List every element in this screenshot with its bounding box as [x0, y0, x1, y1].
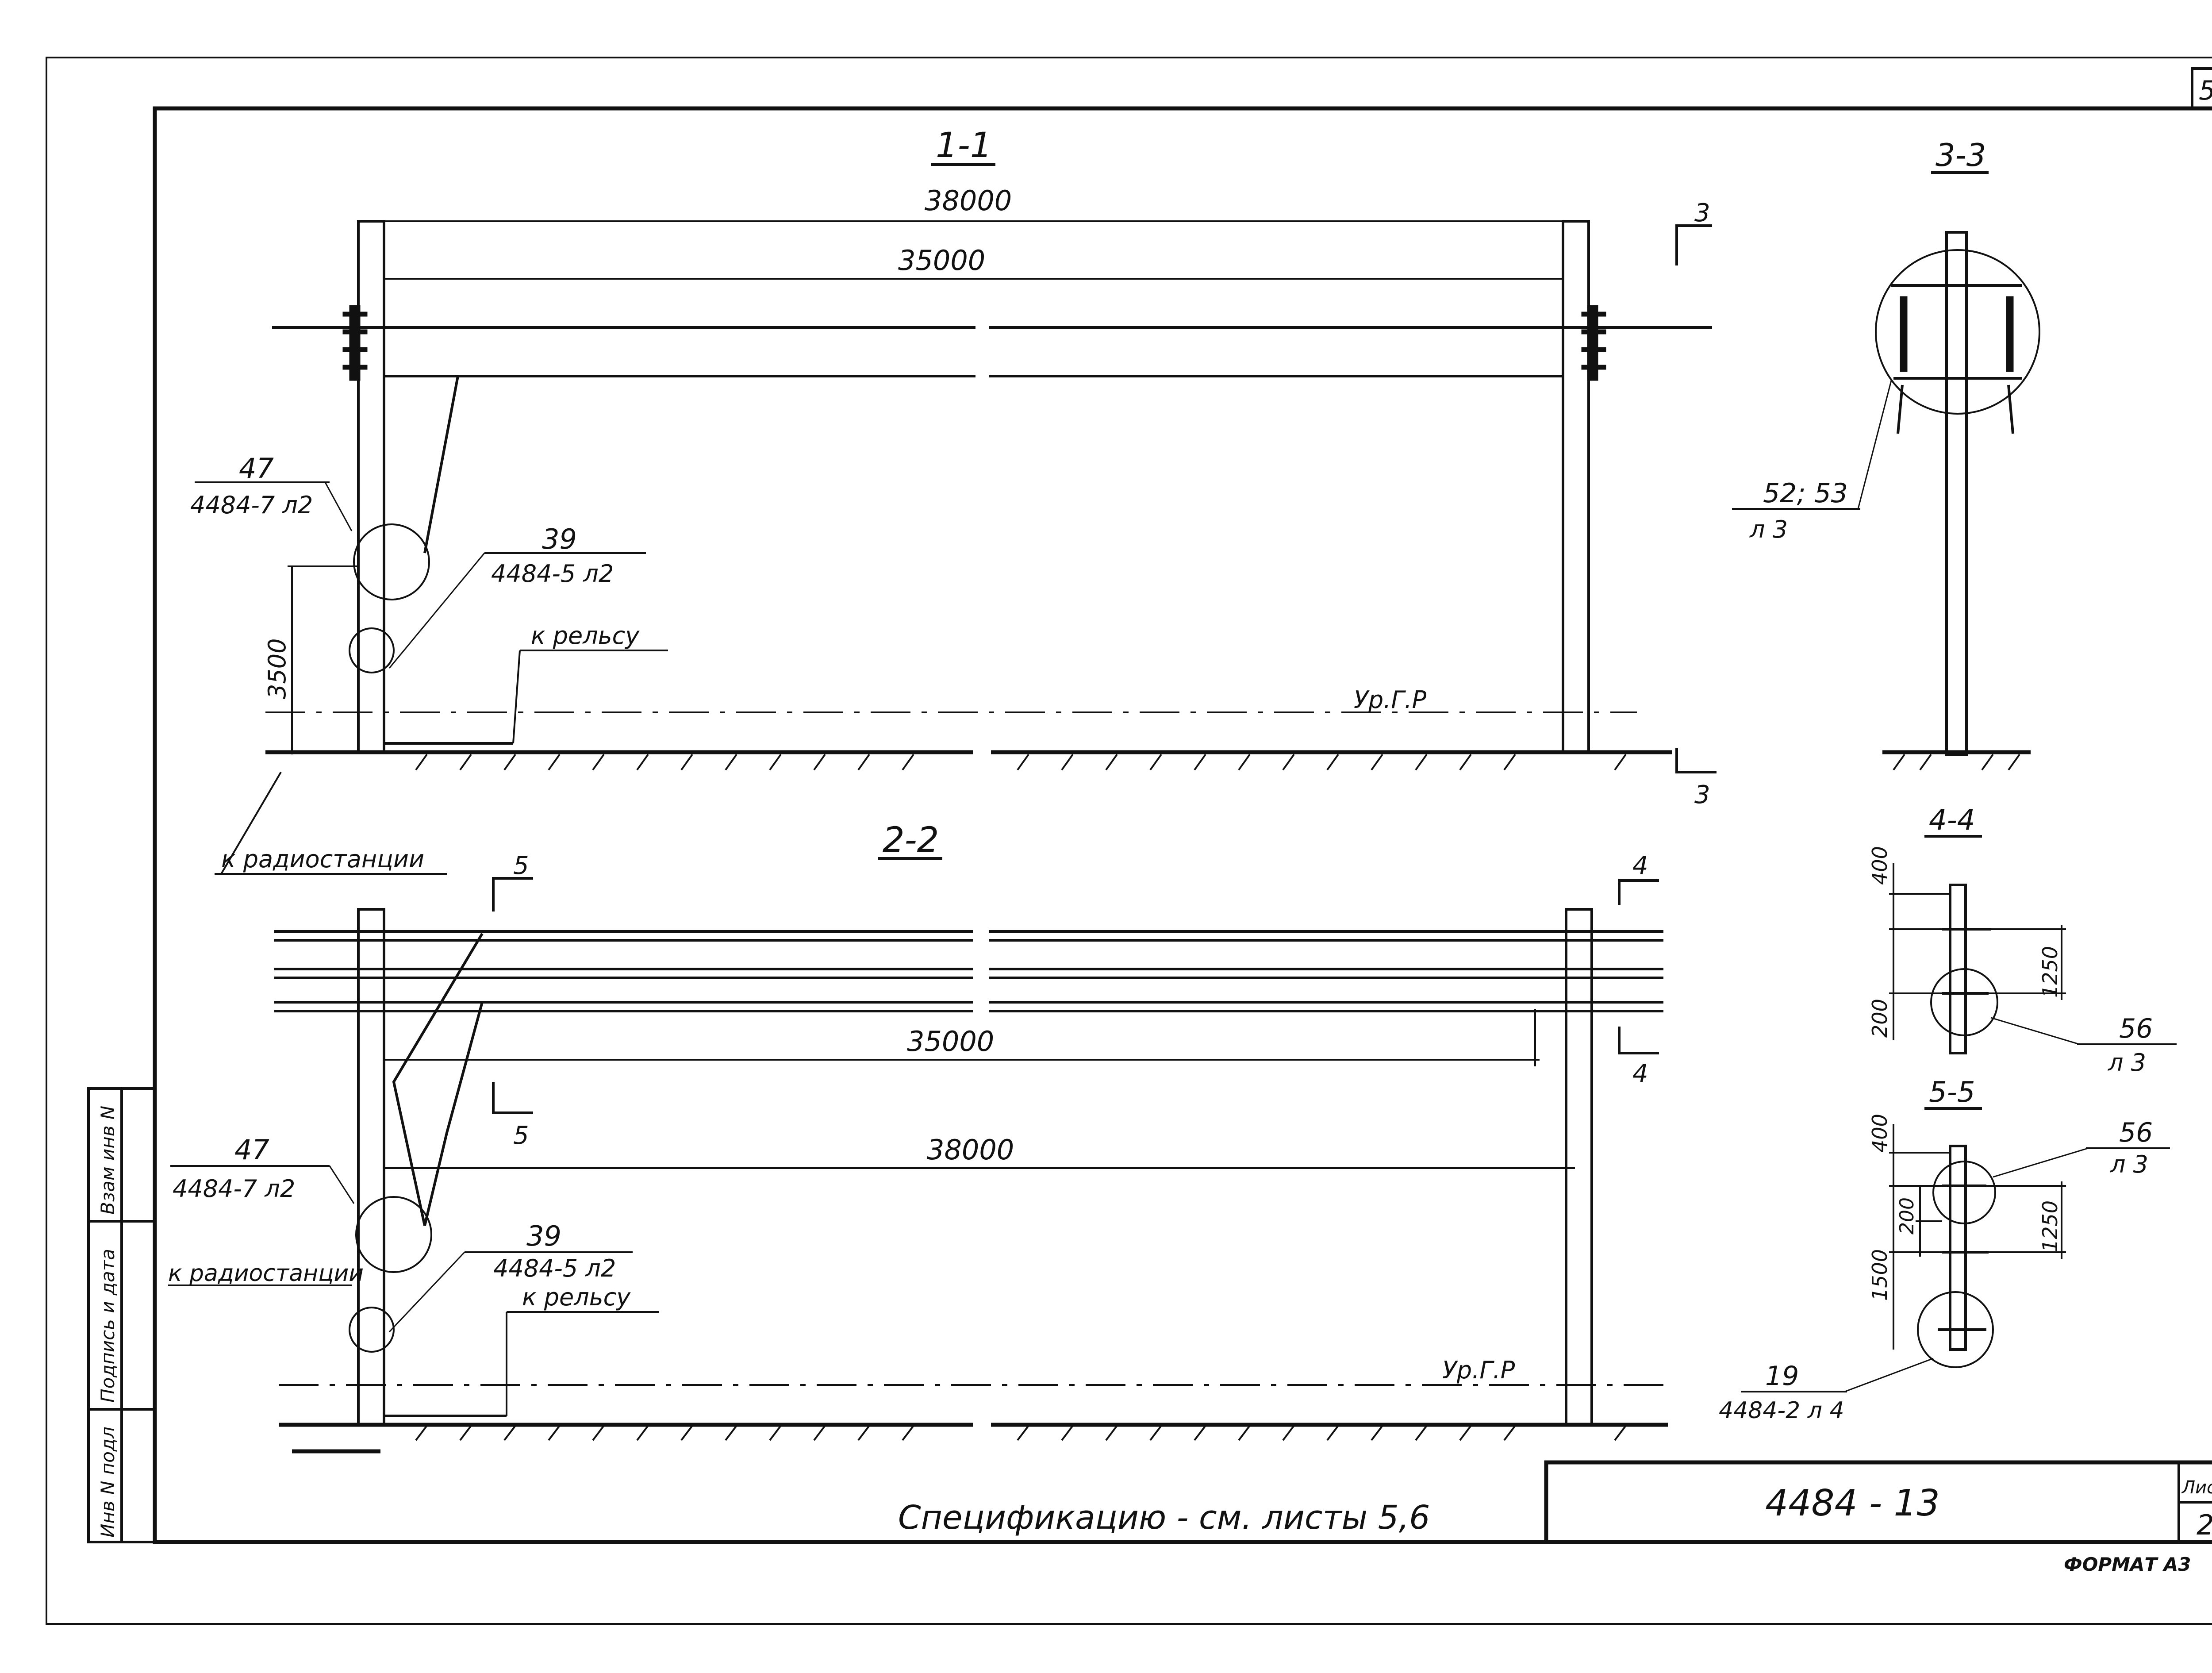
detail-circle-56-5	[1932, 1161, 1996, 1224]
dim-38000: 38000	[925, 185, 1012, 217]
pole-right	[1562, 220, 1590, 754]
callout-39-ref: 4484-5 л2	[491, 560, 614, 588]
detail-circle-47-2	[355, 1196, 432, 1273]
cut-5-bottom: 5	[513, 1121, 529, 1150]
section-4-4: 4-4 400 200 1250 56 л 3	[1868, 804, 2177, 1077]
format-label: ФОРМАТ А3	[2064, 1554, 2191, 1575]
outer-trim-border	[46, 57, 2212, 1625]
pole-section-5	[1949, 1145, 1967, 1351]
doc-code: 4484 - 13	[1765, 1482, 1940, 1524]
callout-47-num-2: 47	[234, 1134, 269, 1166]
dim-1250-4: 1250	[2038, 946, 2062, 998]
sheet-label: Лист	[2181, 1477, 2212, 1498]
dim-400-4: 400	[1868, 846, 1892, 885]
pole-left-2	[357, 908, 385, 1426]
section-2-2: 2-2 35000 38000 47 4484-7 л2	[168, 820, 1668, 1454]
ground-level-2: Ур.Г.Р	[1442, 1356, 1515, 1384]
callout-56-num-5: 56	[2119, 1117, 2153, 1148]
dim-3500: 3500	[263, 638, 291, 699]
callout-47-ref-2: 4484-7 л2	[173, 1175, 295, 1203]
detail-circle-19	[1917, 1291, 1994, 1368]
callout-19-ref: 4484-2 л 4	[1719, 1397, 1844, 1424]
callout-19-num: 19	[1765, 1361, 1799, 1392]
dim-1500-5: 1500	[1868, 1249, 1892, 1301]
dim-35000-2: 35000	[907, 1025, 994, 1058]
to-rail-1: к рельсу	[531, 622, 640, 650]
ground-level-1: Ур.Г.Р	[1354, 686, 1427, 714]
sheet-number: 2	[2197, 1509, 2212, 1541]
cut-3-top: 3	[1694, 199, 1710, 227]
detail-circle-39	[349, 627, 395, 673]
callout-56-num-4: 56	[2119, 1013, 2153, 1044]
section-3-3: 3-3 52; 53 л 3	[1732, 137, 2040, 771]
detail-circle-47	[353, 523, 430, 600]
inner-frame	[153, 106, 2212, 1544]
callout-39-ref-2: 4484-5 л2	[493, 1254, 616, 1282]
section-5-title: 5-5	[1929, 1076, 1975, 1109]
stamp-replace: Взам инв N	[97, 1106, 119, 1215]
insulator-stack-left	[342, 305, 368, 381]
callout-47-ref: 4484-7 л2	[190, 491, 313, 519]
callout-52-53-num: 52; 53	[1763, 478, 1848, 509]
pole-right-2	[1565, 908, 1593, 1426]
dim-200-4: 200	[1868, 999, 1892, 1038]
detail-circle-56	[1930, 968, 1998, 1036]
dim-1250-5: 1250	[2038, 1200, 2062, 1252]
callout-52-53-ref: л 3	[1749, 515, 1788, 543]
callout-56-ref-5: л 3	[2110, 1150, 2148, 1178]
callout-47-num: 47	[239, 452, 274, 485]
section-4-title: 4-4	[1929, 804, 1975, 837]
pole-section-3	[1945, 231, 1968, 756]
stamp-sign: Подпись и дата	[97, 1249, 119, 1403]
section-3-title: 3-3	[1936, 137, 1986, 173]
side-stamp: Инв N подл Подпись и дата Взам инв N	[87, 1087, 156, 1543]
detail-circle-52-53	[1875, 249, 2040, 415]
to-rail-2: к рельсу	[522, 1283, 631, 1311]
cut-3-bottom: 3	[1694, 781, 1710, 809]
svg-text:51: 51	[2199, 75, 2212, 106]
callout-39-num-2: 39	[526, 1220, 561, 1252]
insulator-stack-right	[1581, 305, 1606, 381]
dim-200-5: 200	[1896, 1197, 1918, 1235]
cut-4-bottom: 4	[1632, 1059, 1648, 1088]
title-block: 4484 - 13 Лист 2	[1544, 1460, 2212, 1544]
specification-note: Спецификацию - см. листы 5,6	[898, 1499, 1430, 1537]
cut-4-top: 4	[1632, 851, 1648, 880]
callout-56-ref-4: л 3	[2108, 1049, 2146, 1077]
dim-400-5: 400	[1868, 1114, 1892, 1153]
section-5-5: 5-5 400 200 1250 1500 56 л 3 19 4484-2 л…	[1719, 1076, 2170, 1424]
to-radio-2: к радиостанции	[168, 1260, 364, 1287]
section-2-title: 2-2	[883, 820, 939, 860]
detail-circle-39-2	[349, 1307, 395, 1353]
section-1-title: 1-1	[936, 126, 992, 165]
to-radio-1: к радиостанции	[221, 845, 424, 873]
dim-35000: 35000	[898, 244, 985, 277]
dim-38000-2: 38000	[927, 1134, 1014, 1166]
section-1-1: 1-1 38000 35000	[190, 126, 1717, 875]
callout-39-num: 39	[542, 523, 577, 555]
cut-5-top: 5	[513, 851, 529, 880]
corner-sheet-number: 51	[2191, 67, 2212, 110]
stamp-inv: Инв N подл	[97, 1427, 119, 1538]
